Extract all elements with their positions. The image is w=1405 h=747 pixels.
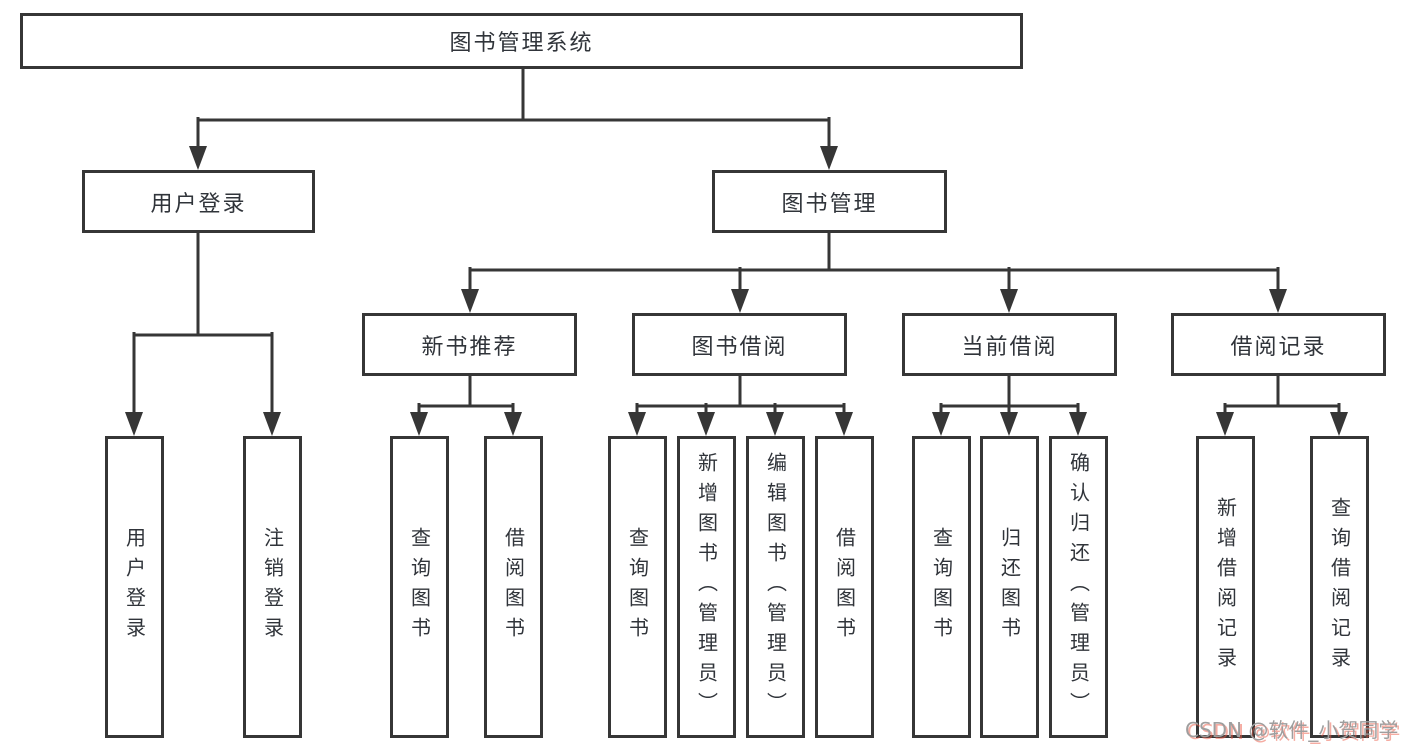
leaf-user-login-label: 用户登录 [122,527,147,647]
leaf-query-books-borrow-label: 查询图书 [625,527,650,647]
leaf-add-book-admin-label: 新增图书（管理员） [694,452,719,722]
leaf-query-books-current-label: 查询图书 [929,527,954,647]
leaf-borrow-books-recommend-label: 借阅图书 [501,527,526,647]
node-borrow-records-label: 借阅记录 [1230,334,1327,360]
leaf-add-borrow-record-label: 新增借阅记录 [1213,497,1238,677]
leaf-query-books-recommend-label: 查询图书 [407,527,432,647]
leaf-user-login: 用户登录 [105,436,164,738]
leaf-query-books-borrow: 查询图书 [608,436,667,738]
node-user-login-label: 用户登录 [150,191,247,217]
leaf-confirm-return-admin-label: 确认归还（管理员） [1066,452,1091,722]
leaf-query-books-current: 查询图书 [912,436,971,738]
leaf-edit-book-admin: 编辑图书（管理员） [746,436,805,738]
watermark: CSDN @软件_小贺同学 [1185,718,1399,742]
leaf-query-books-recommend: 查询图书 [390,436,449,738]
leaf-borrow-books: 借阅图书 [815,436,874,738]
leaf-return-book-label: 归还图书 [997,527,1022,647]
node-book-borrow: 图书借阅 [632,313,847,376]
node-book-management-label: 图书管理 [781,191,878,217]
leaf-logout-label: 注销登录 [260,527,285,647]
node-current-borrow: 当前借阅 [902,313,1117,376]
leaf-borrow-books-label: 借阅图书 [832,527,857,647]
leaf-add-book-admin: 新增图书（管理员） [677,436,736,738]
node-book-borrow-label: 图书借阅 [691,334,788,360]
node-root-label: 图书管理系统 [449,31,594,56]
leaf-logout: 注销登录 [243,436,302,738]
node-root: 图书管理系统 [20,13,1023,69]
node-user-login: 用户登录 [82,170,315,233]
leaf-borrow-books-recommend: 借阅图书 [484,436,543,738]
leaf-edit-book-admin-label: 编辑图书（管理员） [763,452,788,722]
node-book-management: 图书管理 [712,170,947,233]
leaf-return-book: 归还图书 [980,436,1039,738]
node-new-book-recommend-label: 新书推荐 [421,334,518,360]
arrow-down-icons [125,146,1348,436]
leaf-query-borrow-record-label: 查询借阅记录 [1327,497,1352,677]
leaf-confirm-return-admin: 确认归还（管理员） [1049,436,1108,738]
leaf-query-borrow-record: 查询借阅记录 [1310,436,1369,738]
node-current-borrow-label: 当前借阅 [961,334,1058,360]
node-borrow-records: 借阅记录 [1171,313,1386,376]
leaf-add-borrow-record: 新增借阅记录 [1196,436,1255,738]
node-new-book-recommend: 新书推荐 [362,313,577,376]
